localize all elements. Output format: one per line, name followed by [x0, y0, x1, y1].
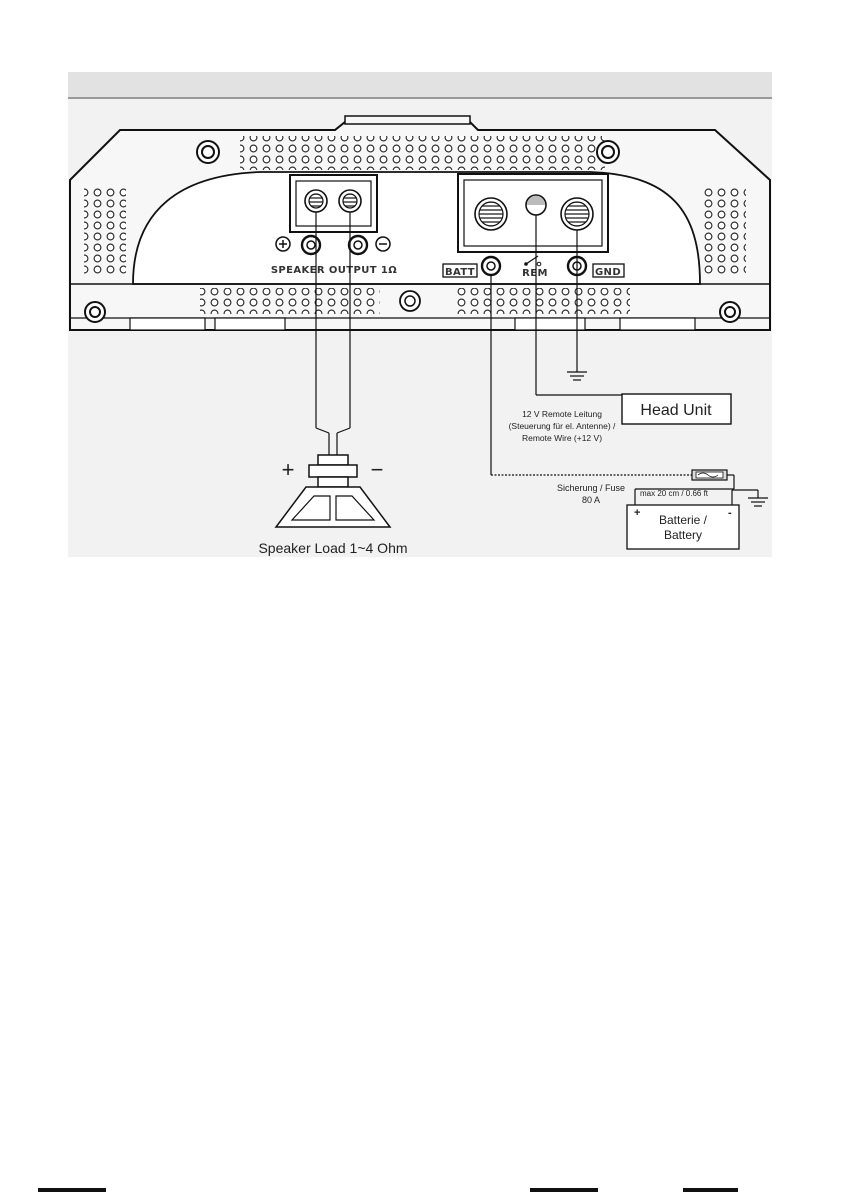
speaker-terminal-block: [290, 175, 377, 232]
battery-plus: +: [634, 507, 640, 519]
remote-wire-line3: Remote Wire (+12 V): [522, 433, 602, 443]
ground-icon: [748, 498, 768, 506]
batt-terminal: [482, 257, 500, 275]
power-terminal-block: [458, 174, 608, 252]
footer-mark: [38, 1188, 106, 1192]
bottom-left-vent: [200, 288, 380, 314]
mounting-screw-icon: [597, 141, 619, 163]
mounting-screw-icon: [720, 302, 740, 322]
mounting-screw-icon: [85, 302, 105, 322]
battery-distance-label: max 20 cm / 0.66 ft: [640, 489, 709, 498]
battery-line1: Batterie /: [659, 513, 708, 527]
ground-icon: [567, 372, 587, 380]
footer-mark: [683, 1188, 738, 1192]
battery-box: [627, 505, 739, 549]
speaker-plus-sign: +: [282, 457, 295, 482]
amplifier: SPEAKER OUTPUT 1Ω BATT GND: [70, 116, 770, 330]
battery-line2: Battery: [664, 528, 702, 542]
battery-minus: -: [728, 507, 732, 519]
gnd-label: GND: [595, 267, 621, 278]
speaker-output-label: SPEAKER OUTPUT 1Ω: [271, 265, 397, 276]
fuse-line1: Sicherung / Fuse: [557, 483, 625, 493]
speaker-minus-sign: −: [371, 457, 384, 482]
left-vent: [84, 186, 126, 276]
batt-label: BATT: [445, 267, 475, 278]
speaker-load-label: Speaker Load 1~4 Ohm: [258, 540, 407, 556]
remote-wire-line2: (Steuerung für el. Antenne) /: [509, 421, 616, 431]
footer-mark: [530, 1188, 598, 1192]
rem-label: REM: [522, 268, 548, 279]
bottom-right-vent: [455, 288, 630, 314]
remote-wire-line1: 12 V Remote Leitung: [522, 409, 602, 419]
mounting-screw-icon: [197, 141, 219, 163]
right-vent: [702, 186, 746, 276]
center-knob-icon: [400, 291, 420, 311]
fuse-icon: [692, 470, 727, 480]
head-unit-label: Head Unit: [640, 402, 712, 419]
top-vent: [240, 136, 605, 170]
fuse-line2: 80 A: [582, 495, 600, 505]
